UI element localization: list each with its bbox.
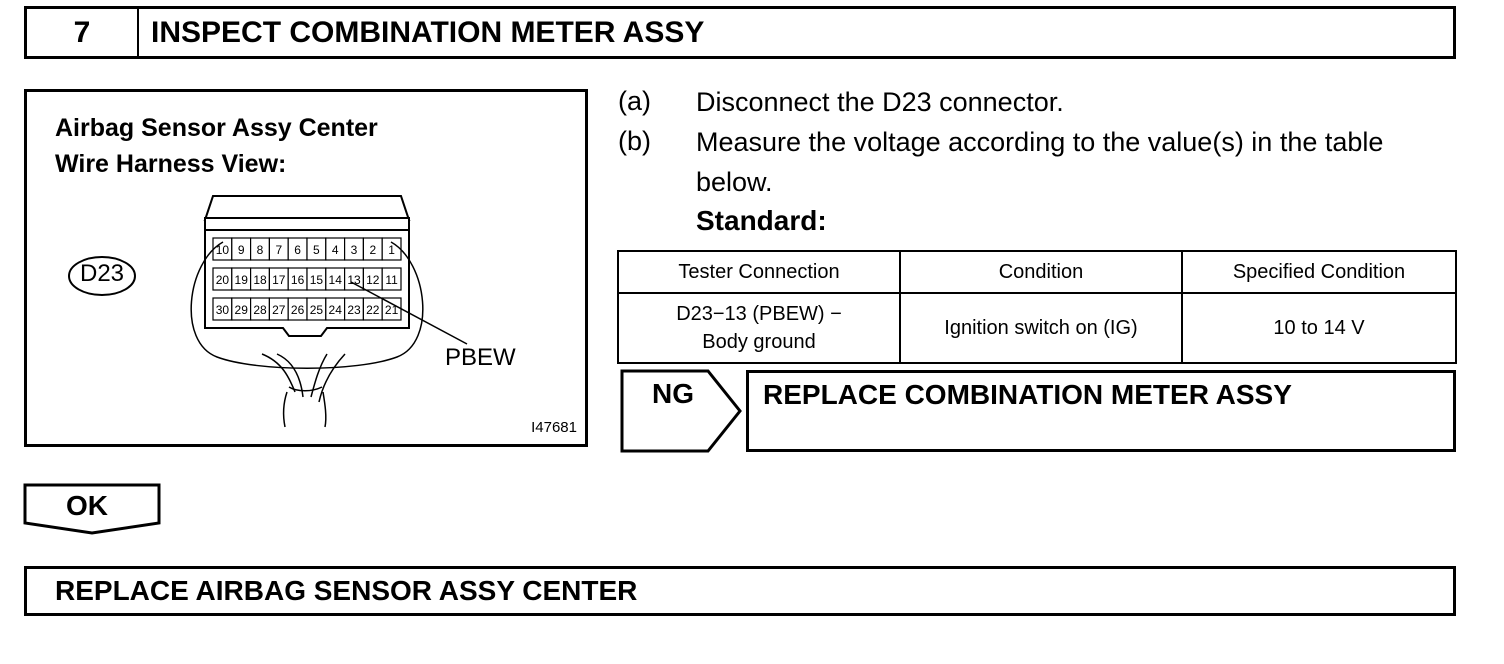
ok-label: OK	[66, 490, 108, 521]
header-condition: Condition	[899, 250, 1183, 294]
spec-table: Tester Connection Condition Specified Co…	[617, 250, 1457, 364]
table-row: D23−13 (PBEW) − Body ground Ignition swi…	[617, 292, 1457, 364]
step-b-text-line2: below.	[696, 167, 773, 197]
pin-label: PBEW	[445, 344, 516, 371]
pin-number: 27	[272, 303, 286, 317]
step-number: 7	[27, 9, 139, 56]
cell-condition: Ignition switch on (IG)	[899, 292, 1183, 364]
pin-number: 9	[238, 243, 245, 257]
pin-number: 20	[216, 273, 230, 287]
pin-number: 8	[257, 243, 264, 257]
ng-label: NG	[652, 378, 694, 409]
figure-id: I47681	[531, 419, 577, 436]
pin-number: 10	[216, 243, 230, 257]
pin-number: 30	[216, 303, 230, 317]
pin-number: 6	[294, 243, 301, 257]
final-action-box: REPLACE AIRBAG SENSOR ASSY CENTER	[24, 566, 1456, 616]
pin-number: 2	[369, 243, 376, 257]
cell-tester-line2: Body ground	[702, 331, 816, 353]
step-header: 7 INSPECT COMBINATION METER ASSY	[24, 6, 1456, 59]
ng-arrow-shape	[620, 369, 742, 453]
pin-number: 4	[332, 243, 339, 257]
cell-specified-condition: 10 to 14 V	[1181, 292, 1457, 364]
pin-number: 28	[253, 303, 267, 317]
connector-label: D23	[79, 260, 125, 287]
step-a-letter: (a)	[618, 86, 651, 116]
step-b-text-line1: Measure the voltage according to the val…	[696, 127, 1384, 157]
step-b-letter: (b)	[618, 126, 651, 156]
pin-number: 19	[235, 273, 249, 287]
final-action-text: REPLACE AIRBAG SENSOR ASSY CENTER	[55, 575, 638, 606]
pin-number: 3	[351, 243, 358, 257]
pin-number: 22	[366, 303, 380, 317]
table-header-row: Tester Connection Condition Specified Co…	[617, 250, 1457, 294]
figure-title: Airbag Sensor Assy Center Wire Harness V…	[55, 110, 378, 182]
pin-number: 12	[366, 273, 380, 287]
cell-tester-line1: D23−13 (PBEW) −	[676, 303, 842, 325]
step-a-text: Disconnect the D23 connector.	[696, 87, 1064, 117]
pin-number: 25	[310, 303, 324, 317]
pin-number: 11	[385, 273, 398, 287]
pin-number: 14	[329, 273, 343, 287]
step-title: INSPECT COMBINATION METER ASSY	[151, 16, 705, 49]
pin-number: 16	[291, 273, 305, 287]
pin-number: 24	[329, 303, 343, 317]
pin-number: 15	[310, 273, 324, 287]
pin-number: 21	[385, 303, 399, 317]
pin-number: 26	[291, 303, 305, 317]
pin-number: 5	[313, 243, 320, 257]
pin-number: 18	[253, 273, 267, 287]
header-tester-connection: Tester Connection	[617, 250, 901, 294]
pin-number: 23	[347, 303, 361, 317]
pin-number: 17	[272, 273, 286, 287]
figure-title-line1: Airbag Sensor Assy Center	[55, 114, 378, 142]
pin-number: 7	[275, 243, 282, 257]
pin-number: 29	[235, 303, 249, 317]
ok-arrow-shape	[23, 483, 161, 535]
pin-number: 1	[388, 243, 395, 257]
pin-cell	[381, 267, 402, 291]
ng-action-box: REPLACE COMBINATION METER ASSY	[746, 370, 1456, 452]
standard-label: Standard:	[696, 205, 827, 236]
ng-action-text: REPLACE COMBINATION METER ASSY	[763, 379, 1292, 410]
figure-title-line2: Wire Harness View:	[55, 150, 287, 178]
cell-tester-connection: D23−13 (PBEW) − Body ground	[617, 292, 901, 364]
header-specified-condition: Specified Condition	[1181, 250, 1457, 294]
pin-number: 13	[347, 273, 361, 287]
